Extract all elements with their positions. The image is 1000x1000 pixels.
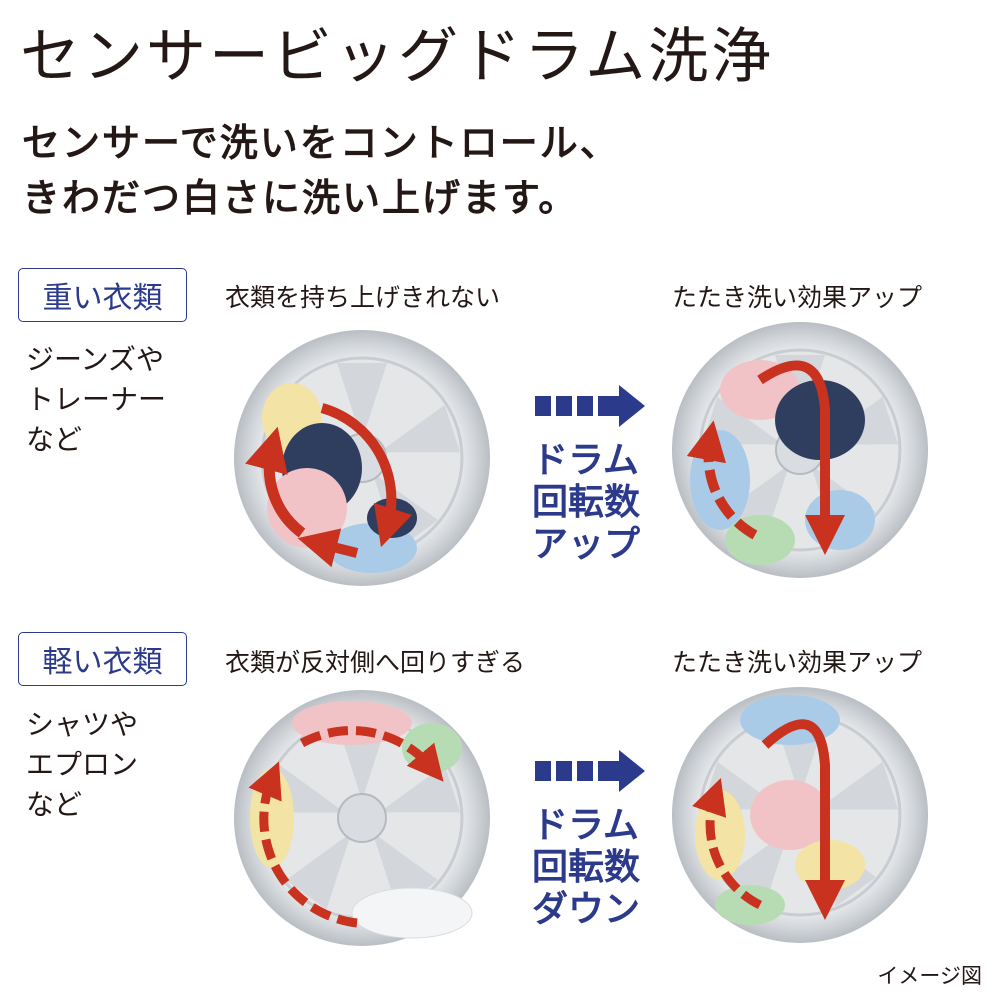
drum-light-after bbox=[670, 685, 930, 945]
action-speed-down: ドラム 回転数 ダウン bbox=[532, 805, 641, 930]
drum-heavy-after bbox=[670, 320, 930, 580]
right-arrow-icon bbox=[535, 385, 645, 427]
drum-light-before bbox=[232, 688, 492, 948]
right-arrow-icon bbox=[535, 750, 645, 792]
examples-heavy: ジーンズや トレーナー など bbox=[26, 343, 167, 456]
after-caption-heavy: たたき洗い効果アップ bbox=[672, 283, 923, 312]
before-caption-light: 衣類が反対側へ回りすぎる bbox=[225, 648, 526, 677]
footnote: イメージ図 bbox=[877, 964, 982, 988]
before-caption-heavy: 衣類を持ち上げきれない bbox=[225, 283, 501, 312]
tag-heavy-clothes: 重い衣類 bbox=[18, 268, 187, 322]
tag-light-clothes: 軽い衣類 bbox=[18, 632, 187, 686]
subtitle-line-2: きわだつ白さに洗い上げます。 bbox=[22, 176, 579, 220]
drum-heavy-before bbox=[232, 328, 492, 588]
page-title: センサービッグドラム洗浄 bbox=[20, 22, 775, 92]
after-caption-light: たたき洗い効果アップ bbox=[672, 648, 923, 677]
action-speed-up: ドラム 回転数 アップ bbox=[532, 440, 641, 565]
subtitle-line-1: センサーで洗いをコントロール、 bbox=[22, 121, 620, 165]
examples-light: シャツや エプロン など bbox=[26, 708, 139, 821]
